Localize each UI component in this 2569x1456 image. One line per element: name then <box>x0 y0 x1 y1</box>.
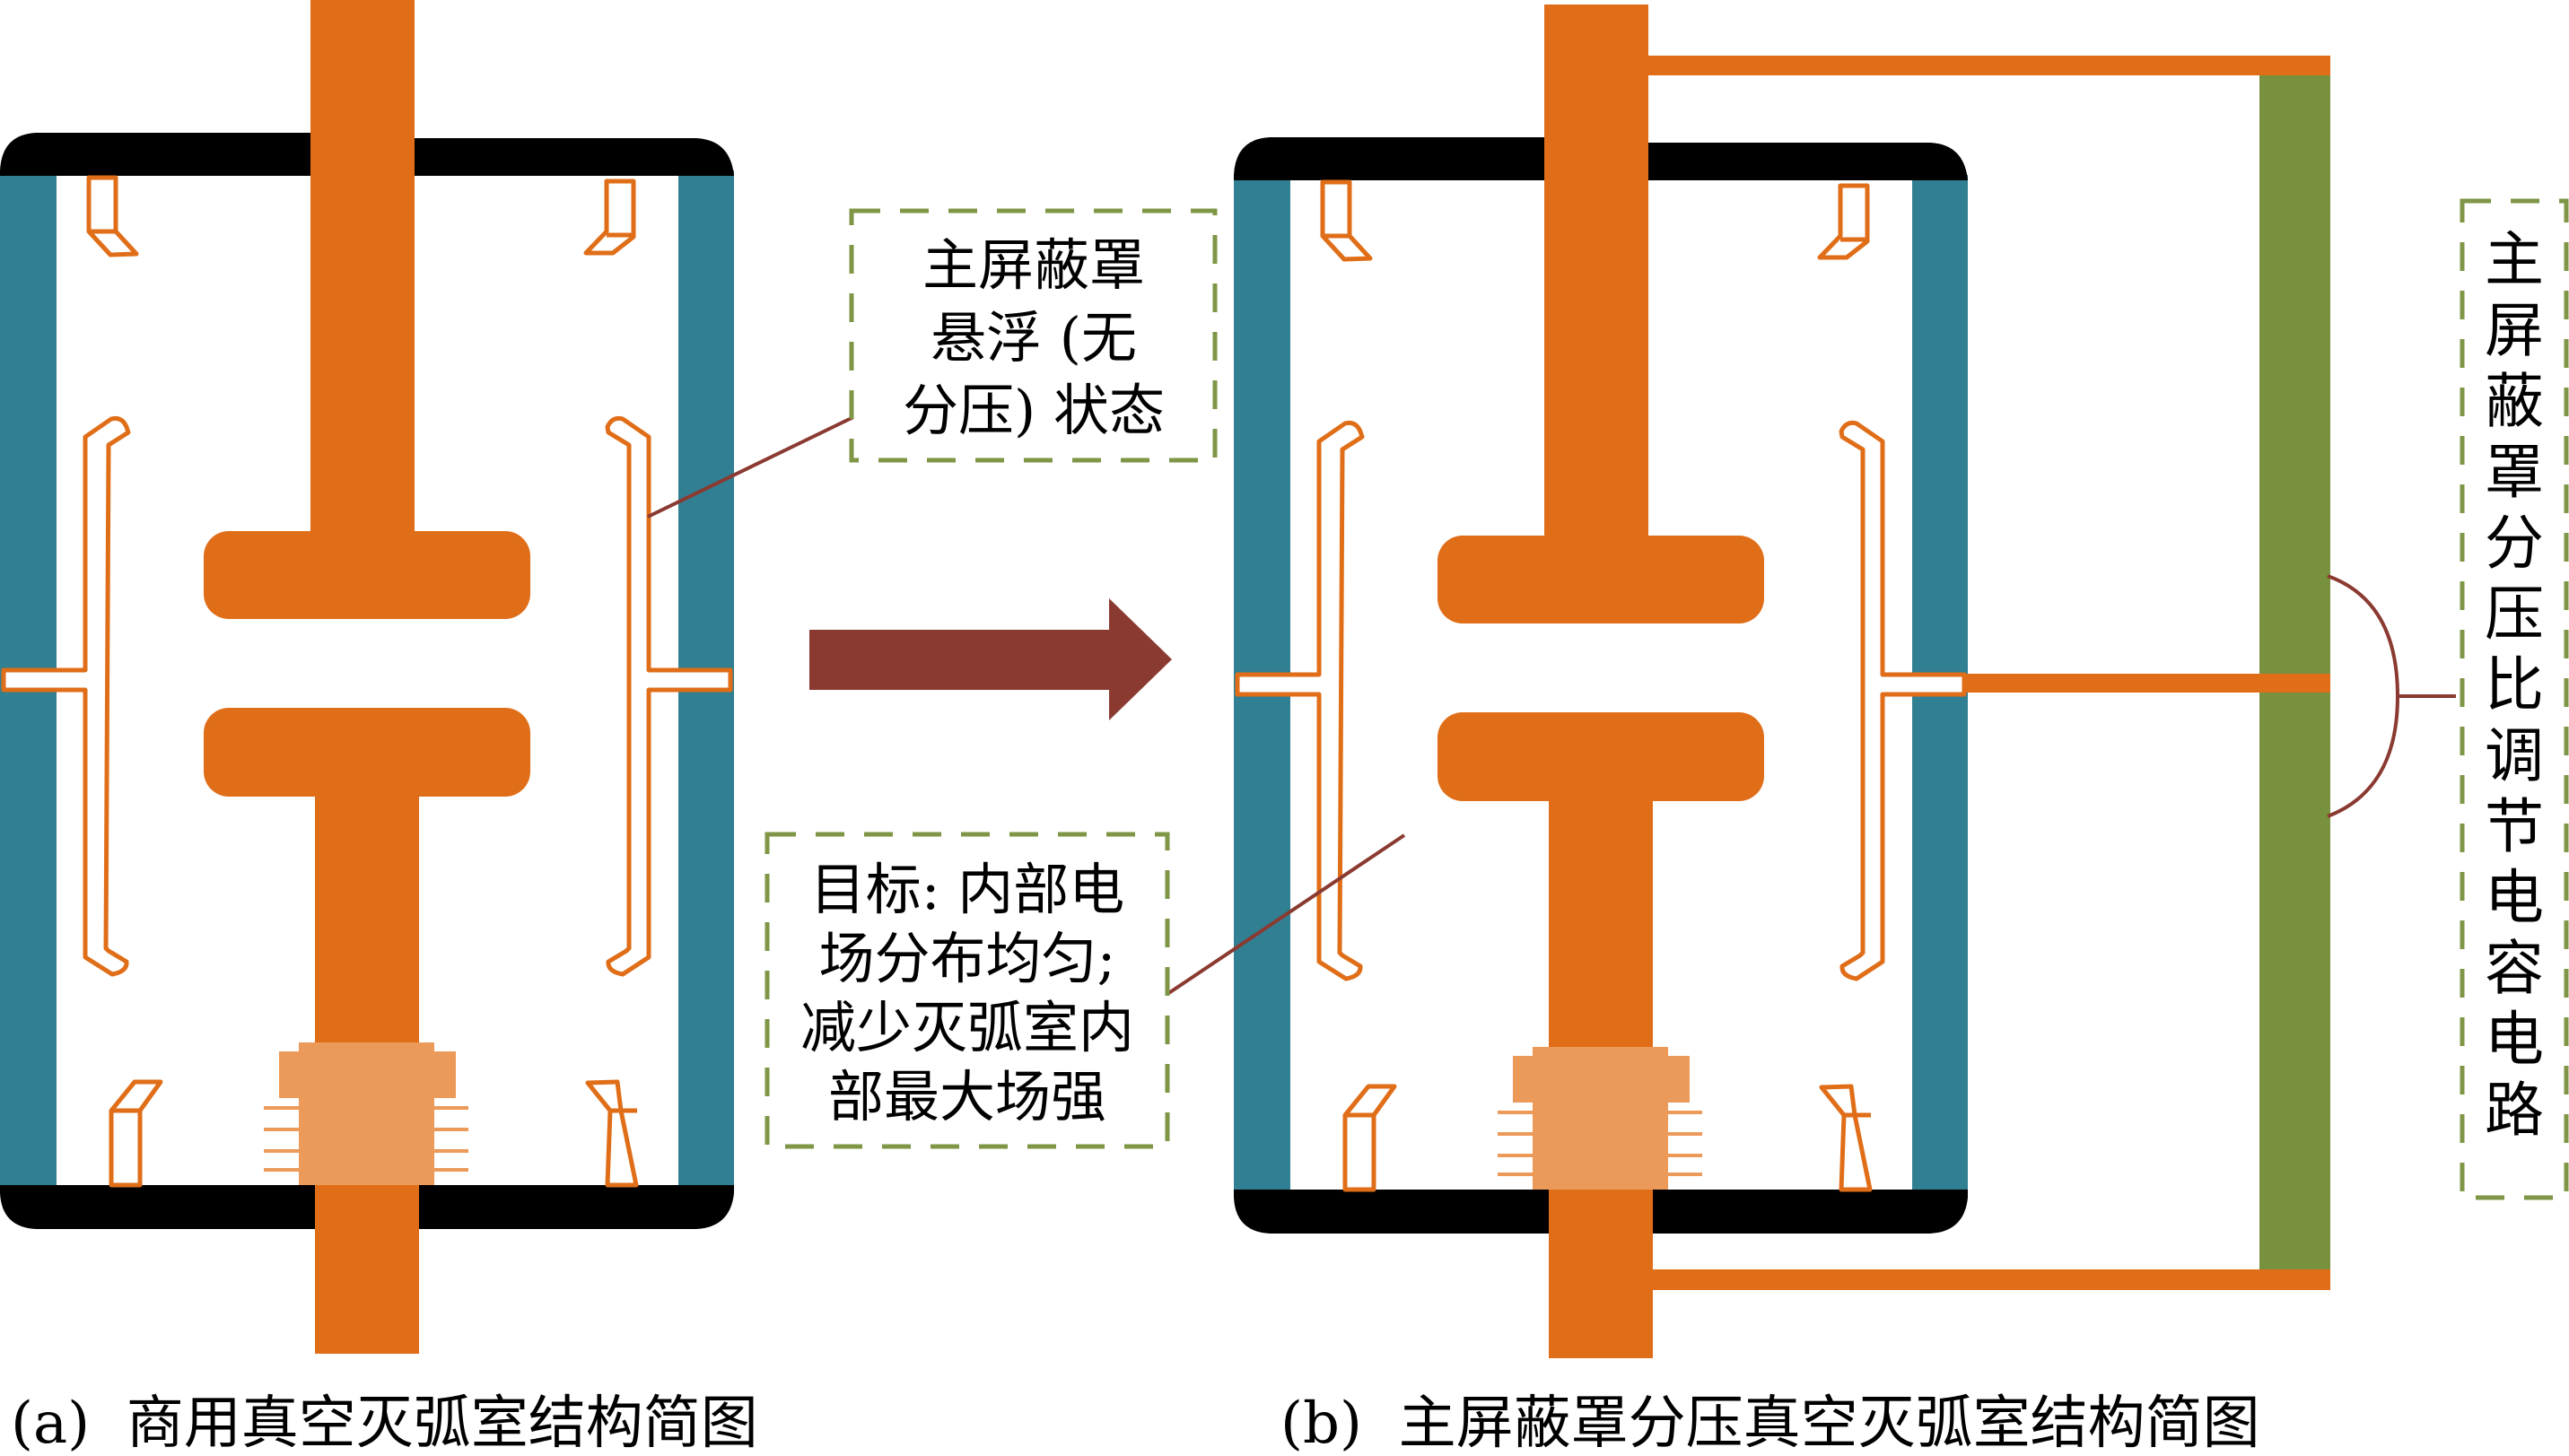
wire-top <box>1648 56 2330 75</box>
vertical-char: 压 <box>2485 580 2544 649</box>
vertical-char: 蔽 <box>2485 367 2544 436</box>
panel-a-interrupter <box>0 0 734 1354</box>
caption-panel-a: (a) 商用真空灭弧室结构简图 <box>11 1391 758 1456</box>
right-arrow-icon <box>809 598 1172 720</box>
callout-goal-line-3: 减少灭弧室内 <box>800 995 1134 1060</box>
leader-floating-shield <box>647 415 854 519</box>
panel-b-interrupter <box>1234 4 1968 1358</box>
callout-goal: 目标: 内部电 场分布均匀; 减少灭弧室内 部最大场强 <box>765 832 1170 1149</box>
capacitor-upper <box>2259 75 2330 674</box>
wire-bottom <box>1653 1269 2330 1290</box>
vertical-char: 调 <box>2485 721 2544 790</box>
vertical-char: 主 <box>2485 225 2544 294</box>
vertical-char: 比 <box>2485 650 2544 719</box>
vertical-char: 路 <box>2485 1076 2544 1145</box>
callout-floating-shield-line-3: 分压) 状态 <box>903 378 1165 443</box>
callout-goal-line-1: 目标: 内部电 <box>810 857 1125 922</box>
wire-middle <box>1963 674 2330 693</box>
callout-floating-shield-line-1: 主屏蔽罩 <box>922 232 1145 298</box>
vertical-char: 屏 <box>2485 296 2544 365</box>
capacitor-circuit <box>1648 56 2330 1290</box>
vertical-char: 电 <box>2485 1005 2544 1074</box>
callout-floating-shield-line-2: 悬浮 (无 <box>931 305 1137 371</box>
leader-capacitor-brace <box>2327 574 2456 818</box>
leader-goal <box>1166 833 1406 996</box>
vertical-char: 容 <box>2485 934 2544 1003</box>
caption-panel-b: (b) 主屏蔽罩分压真空灭弧室结构简图 <box>1280 1391 2260 1456</box>
vertical-char: 电 <box>2485 863 2544 932</box>
vertical-char: 节 <box>2485 792 2544 861</box>
vertical-char: 分 <box>2485 509 2544 578</box>
vertical-char: 罩 <box>2485 438 2544 507</box>
capacitor-lower <box>2259 693 2330 1269</box>
callout-floating-shield: 主屏蔽罩 悬浮 (无 分压) 状态 <box>849 208 1218 463</box>
callout-goal-line-4: 部最大场强 <box>828 1064 1106 1129</box>
callout-goal-line-2: 场分布均匀; <box>819 926 1116 991</box>
